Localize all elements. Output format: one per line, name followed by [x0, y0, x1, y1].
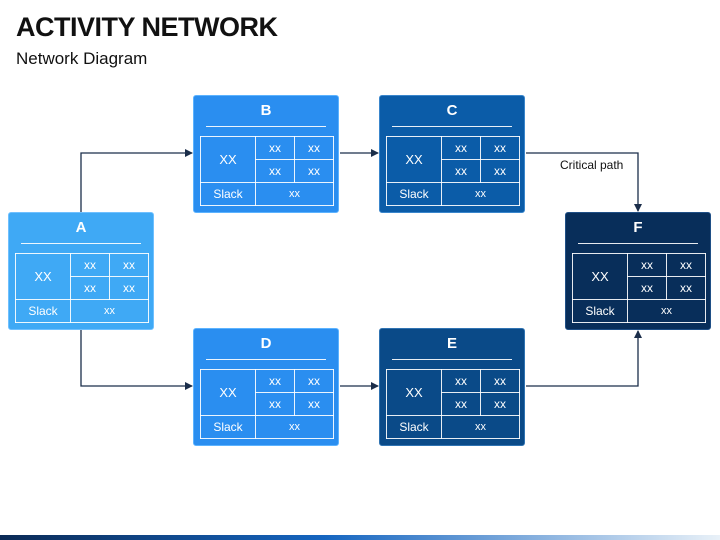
- node-b-slack-label: Slack: [200, 182, 256, 206]
- node-e-slack-label: Slack: [386, 415, 442, 439]
- node-b-divider: [206, 126, 326, 127]
- node-d-main: XX: [200, 369, 256, 416]
- node-f-slack-value: xx: [627, 299, 706, 323]
- page-title: ACTIVITY NETWORK: [16, 12, 278, 42]
- node-c-table: XX xx xx xx xx Slack xx: [386, 136, 520, 206]
- node-a-cell-4: xx: [109, 276, 149, 300]
- node-d-cell-3: xx: [255, 392, 295, 416]
- arrow-c-to-f: [526, 152, 642, 212]
- node-e-cell-3: xx: [441, 392, 481, 416]
- arrow-e-to-f: [526, 330, 642, 387]
- node-e-main: XX: [386, 369, 442, 416]
- node-f-cell-3: xx: [627, 276, 667, 300]
- node-b-cell-2: xx: [294, 136, 334, 160]
- node-e-cell-1: xx: [441, 369, 481, 393]
- node-e-table: XX xx xx xx xx Slack xx: [386, 369, 520, 439]
- node-d-cell-1: xx: [255, 369, 295, 393]
- node-a[interactable]: A XX xx xx xx xx Slack xx: [8, 212, 154, 330]
- arrow-a-to-b: [80, 149, 193, 212]
- node-f-slack-label: Slack: [572, 299, 628, 323]
- node-d-table: XX xx xx xx xx Slack xx: [200, 369, 334, 439]
- node-e-cell-2: xx: [480, 369, 520, 393]
- node-d-name: D: [260, 335, 272, 352]
- node-b-slack-value: xx: [255, 182, 334, 206]
- node-a-slack-label: Slack: [15, 299, 71, 323]
- node-e-slack-value: xx: [441, 415, 520, 439]
- node-c-main: XX: [386, 136, 442, 183]
- node-f-name: F: [633, 219, 643, 236]
- node-a-cell-1: xx: [70, 253, 110, 277]
- node-d-slack-label: Slack: [200, 415, 256, 439]
- node-c-name: C: [446, 102, 458, 119]
- node-a-cell-2: xx: [109, 253, 149, 277]
- node-e-cell-4: xx: [480, 392, 520, 416]
- node-e[interactable]: E XX xx xx xx xx Slack xx: [379, 328, 525, 446]
- node-d-cell-4: xx: [294, 392, 334, 416]
- node-c-slack-label: Slack: [386, 182, 442, 206]
- node-f[interactable]: F XX xx xx xx xx Slack xx: [565, 212, 711, 330]
- node-d[interactable]: D XX xx xx xx xx Slack xx: [193, 328, 339, 446]
- node-f-cell-4: xx: [666, 276, 706, 300]
- node-c-cell-1: xx: [441, 136, 481, 160]
- node-c-cell-2: xx: [480, 136, 520, 160]
- node-d-divider: [206, 359, 326, 360]
- node-c-cell-4: xx: [480, 159, 520, 183]
- node-f-divider: [578, 243, 698, 244]
- node-f-main: XX: [572, 253, 628, 300]
- node-a-main: XX: [15, 253, 71, 300]
- node-e-divider: [392, 359, 512, 360]
- footer-accent-bar: [0, 535, 720, 540]
- page-subtitle: Network Diagram: [16, 49, 148, 68]
- node-f-cell-2: xx: [666, 253, 706, 277]
- node-b-cell-1: xx: [255, 136, 295, 160]
- node-f-cell-1: xx: [627, 253, 667, 277]
- arrow-a-to-d: [80, 330, 193, 390]
- node-b-main: XX: [200, 136, 256, 183]
- node-c[interactable]: C XX xx xx xx xx Slack xx: [379, 95, 525, 213]
- node-f-table: XX xx xx xx xx Slack xx: [572, 253, 706, 323]
- critical-path-label: Critical path: [560, 158, 624, 172]
- node-a-table: XX xx xx xx xx Slack xx: [15, 253, 149, 323]
- node-c-divider: [392, 126, 512, 127]
- node-b[interactable]: B XX xx xx xx xx Slack xx: [193, 95, 339, 213]
- node-b-cell-3: xx: [255, 159, 295, 183]
- node-c-cell-3: xx: [441, 159, 481, 183]
- node-c-slack-value: xx: [441, 182, 520, 206]
- node-a-cell-3: xx: [70, 276, 110, 300]
- node-a-slack-value: xx: [70, 299, 149, 323]
- node-e-name: E: [446, 335, 457, 352]
- node-b-cell-4: xx: [294, 159, 334, 183]
- node-b-table: XX xx xx xx xx Slack xx: [200, 136, 334, 206]
- node-b-name: B: [260, 102, 272, 119]
- node-a-name: A: [75, 219, 87, 236]
- node-d-slack-value: xx: [255, 415, 334, 439]
- node-d-cell-2: xx: [294, 369, 334, 393]
- node-a-divider: [21, 243, 141, 244]
